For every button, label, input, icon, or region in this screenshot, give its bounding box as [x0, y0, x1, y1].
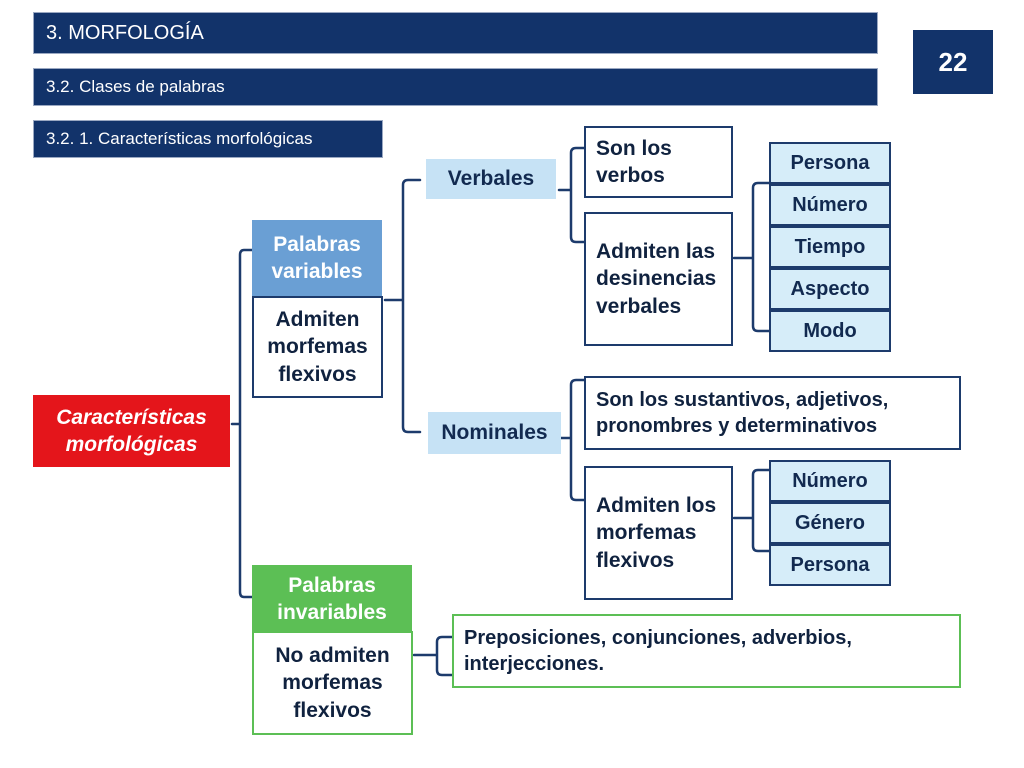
subsubsection-title: 3.2. 1. Características morfológicas: [46, 129, 313, 148]
verb-item-aspecto: Aspecto: [769, 268, 891, 310]
brace-variable: [383, 178, 422, 434]
invariable-words-note: No admiten morfemas flexivos: [252, 631, 413, 735]
subsection-title-bar: 3.2. Clases de palabras: [33, 68, 878, 106]
invariable-words-detail: Preposiciones, conjunciones, adverbios, …: [452, 614, 961, 688]
section-title-bar: 3. MORFOLOGÍA: [33, 12, 878, 54]
subsubsection-title-bar: 3.2. 1. Características morfológicas: [33, 120, 383, 158]
brace-verbales: [557, 146, 586, 244]
nom-item-persona: Persona: [769, 544, 891, 586]
nominales-node: Nominales: [428, 412, 561, 454]
verb-item-numero: Número: [769, 184, 891, 226]
verbales-who: Son los verbos: [584, 126, 733, 198]
verb-item-modo: Modo: [769, 310, 891, 352]
variable-words-node: Palabras variables: [252, 220, 382, 296]
verbales-what: Admiten las desinencias verbales: [584, 212, 733, 346]
nom-item-numero: Número: [769, 460, 891, 502]
brace-invariable: [412, 635, 454, 677]
brace-nominales: [559, 378, 586, 502]
nom-item-genero: Género: [769, 502, 891, 544]
nominales-what: Admiten los morfemas flexivos: [584, 466, 733, 600]
verbales-node: Verbales: [426, 159, 556, 199]
brace-root: [230, 248, 254, 599]
brace-verb-items: [732, 181, 771, 333]
variable-words-note: Admiten morfemas flexivos: [252, 296, 383, 398]
subsection-title: 3.2. Clases de palabras: [46, 77, 225, 96]
brace-nom-items: [732, 468, 771, 553]
verb-item-tiempo: Tiempo: [769, 226, 891, 268]
invariable-words-node: Palabras invariables: [252, 565, 412, 633]
verb-item-persona: Persona: [769, 142, 891, 184]
section-title: 3. MORFOLOGÍA: [46, 21, 204, 44]
nominales-who: Son los sustantivos, adjetivos, pronombr…: [584, 376, 961, 450]
slide-number: 22: [913, 30, 993, 94]
root-node: Características morfológicas: [33, 395, 230, 467]
